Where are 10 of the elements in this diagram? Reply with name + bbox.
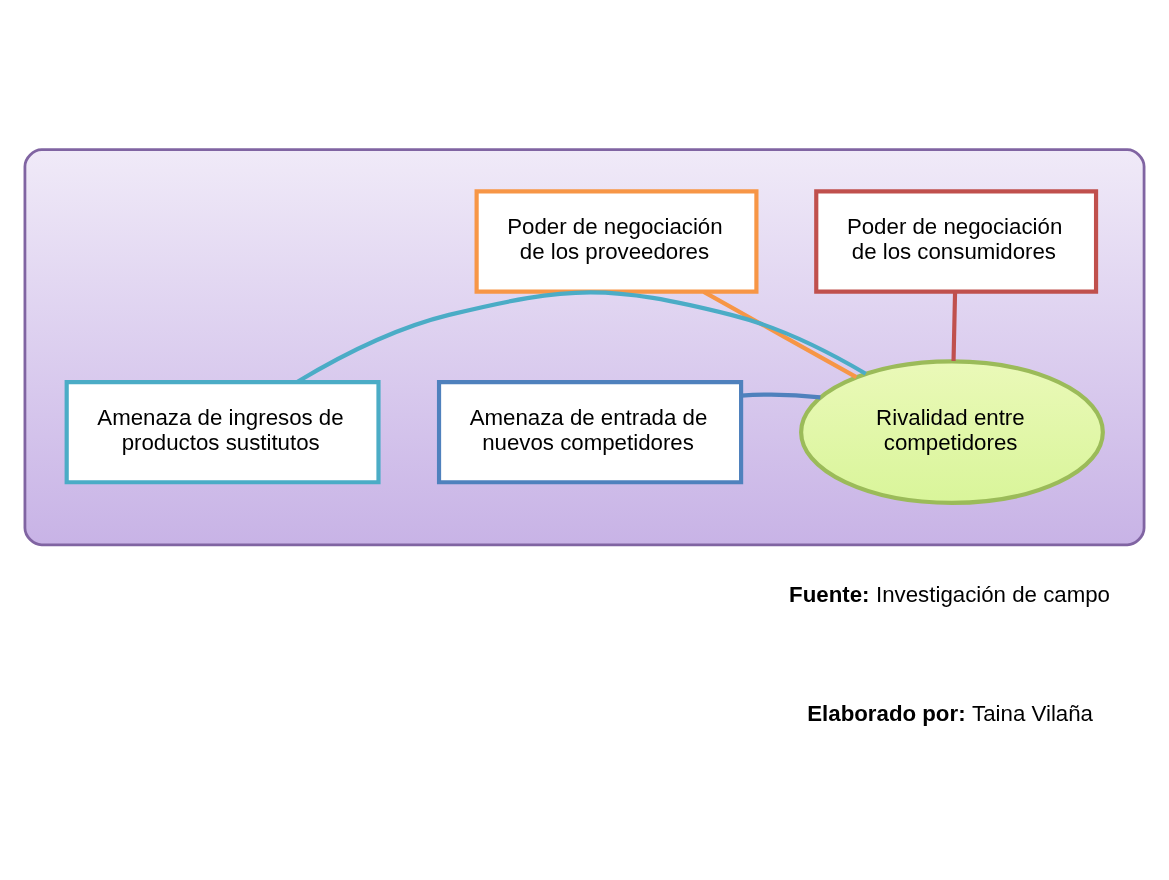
cluster <box>23 147 1146 546</box>
node-box: Poder de negociación de los proveedores <box>474 188 759 294</box>
node-ellipse: Rivalidad entre competidores <box>799 358 1105 505</box>
node-box: Amenaza de entrada de nuevos competidores <box>436 379 744 484</box>
label: Fuente: Investigación de campo <box>789 581 1110 607</box>
connector <box>951 291 958 361</box>
node-box: Poder de negociación de los consumidores <box>814 188 1099 294</box>
label: Elaborado por: Taina Vilaña <box>807 700 1093 726</box>
node-box: Amenaza de ingresos de productos sustitutos <box>64 379 381 484</box>
connector <box>741 392 821 399</box>
